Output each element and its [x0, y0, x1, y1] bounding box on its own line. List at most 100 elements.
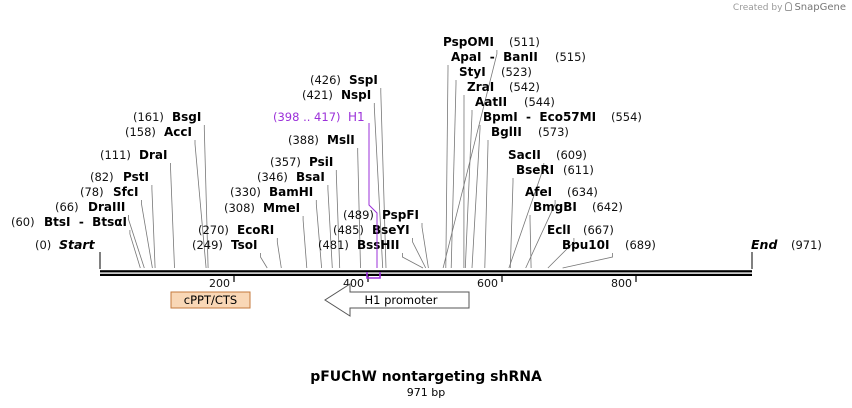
- enzyme-pos-ecori: (270): [198, 223, 229, 237]
- enzyme-label-ecori: EcoRI: [237, 223, 274, 237]
- enzyme-label-bseyi: BseYI: [372, 223, 410, 237]
- end-position: (971): [791, 238, 822, 252]
- sequence-length: 971 bp: [406, 386, 446, 399]
- enzyme-pos-msli: (388): [288, 133, 319, 147]
- enzyme-label-pspfi: PspFI: [382, 208, 419, 222]
- h1-site-bracket: [366, 272, 381, 279]
- enzyme-pos-pspomi: (511): [509, 35, 540, 49]
- axis-tick-label-200: 200: [209, 277, 230, 290]
- enzyme-leader-27: [509, 178, 514, 269]
- enzyme-pos-pspfi: (489): [343, 208, 374, 222]
- enzyme-label-bglii: BglII: [491, 125, 522, 139]
- enzyme-label-bamhi: BamHI: [269, 185, 313, 199]
- enzyme-leader-8: [276, 238, 282, 269]
- end-label: End: [751, 237, 778, 252]
- enzyme-leader-4: [170, 163, 175, 269]
- enzyme-leader-7: [260, 253, 268, 269]
- credit-prefix: Created by: [732, 3, 783, 13]
- enzyme-leader-15: [380, 88, 387, 269]
- enzyme-pos-bpmi: (554): [611, 110, 642, 124]
- enzyme-leader-11: [327, 185, 333, 269]
- enzyme-leader-0: [129, 230, 141, 269]
- enzyme-pos-draiii: (66): [55, 200, 79, 214]
- enzyme-label-draiii: DraIII: [88, 200, 125, 214]
- enzyme-pos-zrai: (542): [509, 80, 540, 94]
- map-title: pFUChW nontargeting shRNA: [310, 369, 542, 385]
- enzyme-label-bseri: BseRI: [516, 163, 554, 177]
- enzyme-leader-5: [194, 140, 207, 269]
- enzyme-label-acci: AccI: [164, 125, 192, 139]
- axis-tick-label-800: 800: [611, 277, 632, 290]
- enzyme-leader-1: [128, 215, 145, 269]
- enzyme-leader-20: [445, 65, 449, 269]
- feature-h1-promoter-arrow[interactable]: [324, 283, 470, 317]
- enzyme-pos-bpu10i: (689): [625, 238, 656, 252]
- feature-cppt-cts-label: cPPT/CTS: [184, 293, 237, 307]
- enzyme-label-sacii: SacII: [508, 148, 541, 162]
- enzyme-pos-sacii: (609): [556, 148, 587, 162]
- enzyme-label-btsi: BtsI - BtsαI: [44, 215, 127, 229]
- enzyme-leader-23: [464, 110, 473, 269]
- h1-site-position: (398 .. 417): [273, 110, 341, 124]
- enzyme-label-tsoi: TsoI: [231, 238, 257, 252]
- enzyme-leader-12: [335, 170, 341, 269]
- enzyme-pos-bmgbi: (642): [592, 200, 623, 214]
- h1-site-label: H1: [348, 110, 365, 124]
- enzyme-leader-13: [357, 148, 361, 269]
- enzyme-leader-2: [141, 200, 153, 269]
- enzyme-leader-26: [508, 163, 545, 269]
- enzyme-leader-28: [525, 200, 556, 269]
- feature-h1-promoter-label: H1 promoter: [365, 293, 438, 307]
- enzyme-label-drai: DraI: [139, 148, 167, 162]
- feature-cppt-cts[interactable]: cPPT/CTS: [170, 291, 251, 309]
- enzyme-pos-bglii: (573): [538, 125, 569, 139]
- enzyme-leader-18: [421, 223, 429, 269]
- enzyme-leader-6: [203, 125, 209, 269]
- enzyme-leader-3: [151, 185, 156, 269]
- enzyme-pos-acci: (158): [125, 125, 156, 139]
- enzyme-leader-lines: [128, 50, 613, 269]
- enzyme-pos-sfci: (78): [80, 185, 104, 199]
- enzyme-pos-styi: (523): [501, 65, 532, 79]
- credit-brand: SnapGene: [794, 2, 846, 13]
- enzyme-pos-bsshii: (481): [318, 238, 349, 252]
- feature-h1-promoter[interactable]: H1 promoter: [324, 283, 470, 317]
- axis-tick-label-600: 600: [477, 277, 498, 290]
- enzyme-leader-30: [547, 238, 575, 269]
- axis-tick-200: 200: [209, 276, 235, 290]
- enzyme-label-msli: MslI: [327, 133, 355, 147]
- snapgene-credit: Created by SnapGene: [733, 2, 846, 13]
- h1-site-marker: (398 .. 417) H1: [273, 110, 381, 279]
- enzyme-label-bsshii: BssHII: [357, 238, 399, 252]
- enzyme-label-psti: PstI: [123, 170, 149, 184]
- sequence-backbone: [100, 270, 752, 273]
- enzyme-leader-17: [412, 238, 427, 269]
- enzyme-pos-ecli: (667): [583, 223, 614, 237]
- start-position: (0): [35, 238, 51, 252]
- enzyme-leader-19: [442, 50, 498, 269]
- sequence-backbone-lower: [100, 273, 752, 276]
- enzyme-leader-21: [450, 80, 457, 269]
- start-label: Start: [59, 237, 96, 252]
- snapgene-logo-icon: [785, 2, 793, 11]
- enzyme-label-sspi: SspI: [349, 73, 378, 87]
- enzyme-label-apai: ApaI - BanII: [451, 50, 538, 64]
- enzyme-pos-btsi: (60): [11, 215, 35, 229]
- enzyme-label-styi: StyI: [459, 65, 486, 79]
- enzyme-leader-16: [402, 253, 424, 269]
- axis-tick-800: 800: [611, 276, 637, 290]
- enzyme-leader-29: [529, 215, 532, 269]
- enzyme-label-bsai: BsaI: [296, 170, 325, 184]
- enzyme-pos-afei: (634): [567, 185, 598, 199]
- enzyme-leader-9: [302, 216, 308, 269]
- enzyme-pos-bsgi: (161): [133, 110, 164, 124]
- enzyme-leader-14: [373, 103, 384, 269]
- enzyme-label-ecli: EclI: [547, 223, 571, 237]
- axis-tick-600: 600: [477, 276, 503, 290]
- enzyme-label-psii: PsiI: [309, 155, 333, 169]
- enzyme-leader-10: [315, 200, 322, 269]
- enzyme-pos-aatii: (544): [524, 95, 555, 109]
- enzyme-label-pspomi: PspOMI: [443, 35, 494, 49]
- feature-cppt-cts-box[interactable]: [170, 291, 251, 309]
